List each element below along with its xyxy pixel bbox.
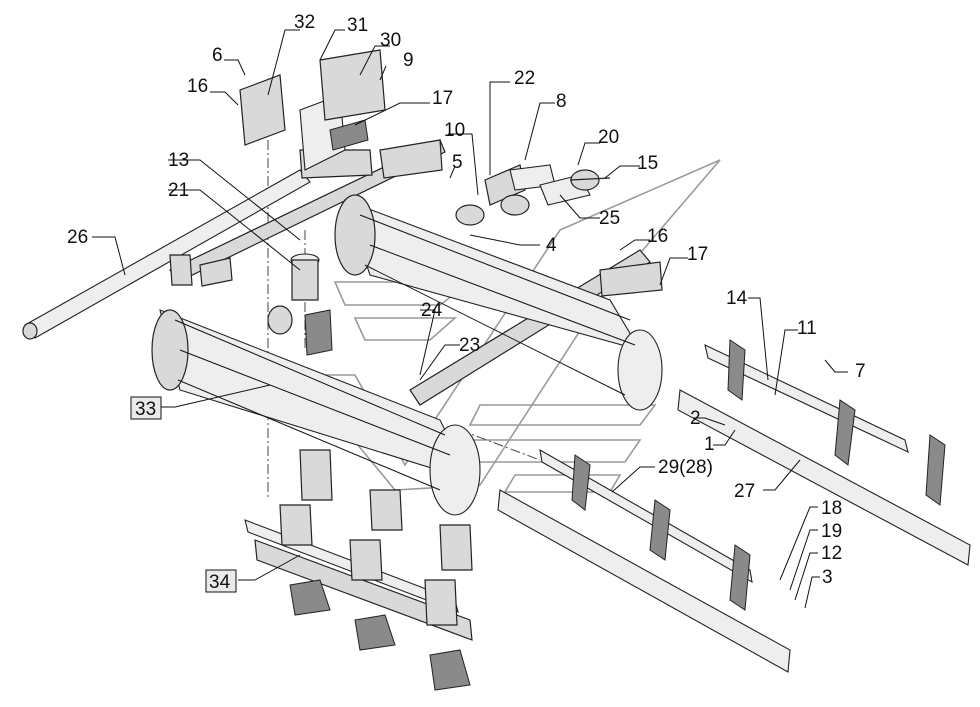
label-29-28: 29(28) bbox=[658, 457, 713, 478]
label-32: 32 bbox=[294, 12, 315, 33]
part-labels: 32 31 30 6 9 16 17 22 8 10 20 5 15 13 21… bbox=[67, 12, 866, 593]
label-27: 27 bbox=[734, 481, 755, 502]
label-31: 31 bbox=[347, 15, 368, 36]
label-14: 14 bbox=[726, 288, 748, 309]
label-30: 30 bbox=[380, 30, 401, 51]
label-3: 3 bbox=[822, 567, 833, 588]
label-16b: 16 bbox=[647, 226, 668, 247]
leader-lines bbox=[92, 29, 848, 609]
label-16a: 16 bbox=[187, 76, 208, 97]
label-33: 33 bbox=[135, 399, 156, 420]
main-frame bbox=[169, 139, 663, 406]
label-6: 6 bbox=[212, 45, 223, 66]
label-8: 8 bbox=[556, 91, 567, 112]
bracket-plates bbox=[239, 49, 386, 171]
label-12: 12 bbox=[821, 543, 842, 564]
label-20: 20 bbox=[598, 127, 619, 148]
label-23: 23 bbox=[459, 335, 480, 356]
label-13: 13 bbox=[168, 150, 189, 171]
tine-bar-27 bbox=[677, 339, 971, 566]
label-5: 5 bbox=[452, 152, 463, 173]
label-4: 4 bbox=[546, 235, 557, 256]
label-17a: 17 bbox=[432, 88, 453, 109]
label-11: 11 bbox=[797, 318, 817, 339]
spring-21 bbox=[267, 253, 333, 356]
label-34: 34 bbox=[209, 572, 231, 593]
shank-assembly-34 bbox=[244, 449, 473, 691]
roller-front-33 bbox=[151, 309, 481, 516]
label-25: 25 bbox=[599, 208, 620, 229]
drawbar-26 bbox=[22, 169, 311, 340]
label-24: 24 bbox=[421, 300, 443, 321]
label-1: 1 bbox=[704, 434, 715, 455]
label-18: 18 bbox=[821, 498, 842, 519]
label-17b: 17 bbox=[687, 244, 708, 265]
tine-bar-29-28 bbox=[497, 448, 791, 673]
label-15: 15 bbox=[637, 153, 658, 174]
label-21: 21 bbox=[168, 180, 189, 201]
label-22: 22 bbox=[514, 68, 535, 89]
spring-assembly-top bbox=[455, 164, 611, 226]
roller-upper bbox=[334, 194, 663, 411]
label-10: 10 bbox=[444, 120, 465, 141]
label-9: 9 bbox=[403, 50, 414, 71]
label-26: 26 bbox=[67, 227, 88, 248]
label-7: 7 bbox=[855, 361, 866, 382]
label-19: 19 bbox=[821, 521, 842, 542]
label-2: 2 bbox=[690, 408, 701, 429]
